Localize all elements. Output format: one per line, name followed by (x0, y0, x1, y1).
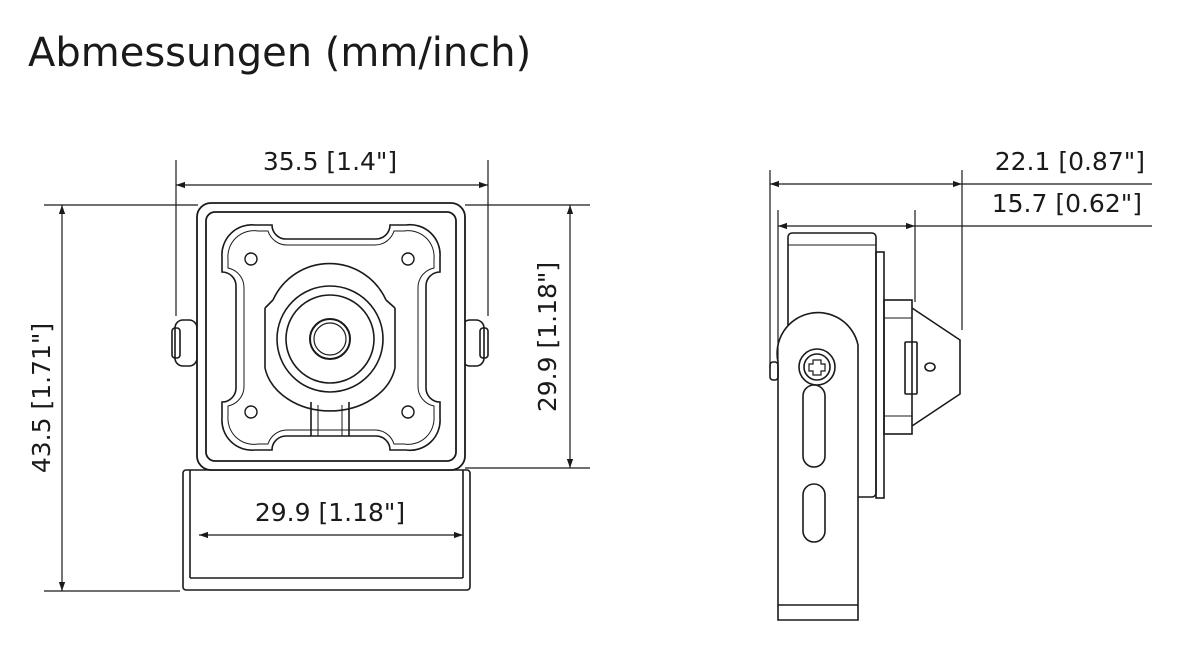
mount-bracket (182, 469, 471, 591)
front-view: 35.5 [1.4"] 29.9 [1.18"] 29.9 [1.18"] 43… (27, 147, 590, 592)
dim-height-left: 43.5 [1.71"] (27, 323, 56, 473)
side-view: 22.1 [0.87"] 15.7 [0.62"] (769, 147, 1152, 621)
front-dimension-lines (44, 160, 590, 592)
dim-width-top: 35.5 [1.4"] (263, 147, 397, 176)
side-body (769, 232, 961, 621)
lens-assembly (264, 262, 396, 436)
dim-width-bottom: 29.9 [1.18"] (255, 498, 405, 527)
side-dimension-lines (769, 170, 1152, 368)
dim-depth-body: 15.7 [0.62"] (992, 189, 1142, 218)
camera-body (196, 202, 466, 471)
dim-depth-total: 22.1 [0.87"] (995, 147, 1145, 176)
front-plate (221, 223, 441, 452)
mounting-holes (244, 252, 415, 419)
dim-height-right: 29.9 [1.18"] (533, 262, 562, 412)
page-title: Abmessungen (mm/inch) (28, 30, 532, 76)
